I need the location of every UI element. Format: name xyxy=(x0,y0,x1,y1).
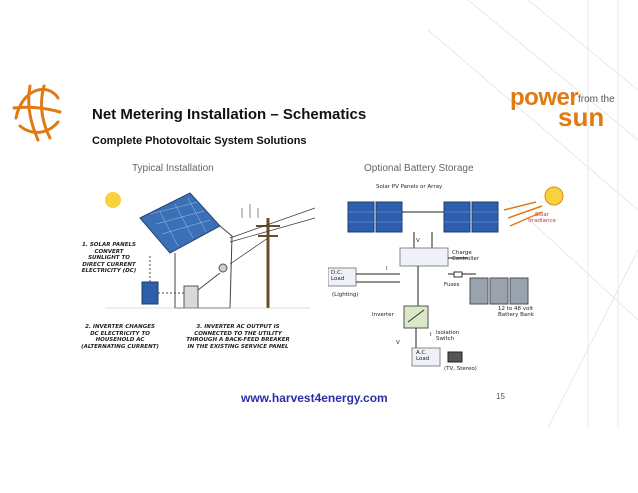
ac-load-label: A.C. Load xyxy=(416,350,430,362)
battery-storage-drawing xyxy=(327,186,564,367)
page-number: 15 xyxy=(496,392,505,401)
pv-panels-icon xyxy=(347,201,499,233)
lighting-label: (Lighting) xyxy=(332,292,359,298)
inverter-icon xyxy=(141,281,159,305)
page-subtitle: Complete Photovoltaic System Solutions xyxy=(92,135,307,147)
slide: power from the sun Net Metering Installa… xyxy=(12,0,638,428)
battery-bank-label: 12 to 48 volt Battery Bank xyxy=(498,306,534,318)
sun-icon xyxy=(105,192,121,208)
background-grid-lines xyxy=(427,0,638,428)
step-3-caption: 3. INVERTER AC OUTPUT IS CONNECTED TO TH… xyxy=(186,324,290,350)
brand-power: power xyxy=(510,84,579,111)
isolation-switch-label: Isolation Switch xyxy=(436,330,460,342)
typical-installation-diagram: 1. SOLAR PANELS CONVERT SUNLIGHT TO DIRE… xyxy=(80,178,316,378)
fuse-icon xyxy=(453,271,463,278)
dc-load-icon xyxy=(327,267,357,287)
irradiance-label: Solar Irradiance xyxy=(528,212,556,224)
charge-controller-icon xyxy=(399,247,449,267)
pv-panels-label: Solar PV Panels or Array xyxy=(376,184,443,190)
irradiance-sun-icon xyxy=(544,186,564,206)
step-2-caption: 2. INVERTER CHANGES DC ELECTRICITY TO HO… xyxy=(81,324,159,350)
typical-installation-heading: Typical Installation xyxy=(132,163,214,174)
vac-label: V xyxy=(396,340,400,346)
website-link[interactable]: www.harvest4energy.com xyxy=(241,391,388,405)
service-panel-icon xyxy=(183,285,199,309)
irradiance-arrows-icon xyxy=(503,201,543,227)
inverter-box-icon xyxy=(403,305,429,329)
harvest-logo-icon xyxy=(12,84,62,142)
tv-icon xyxy=(447,351,463,363)
idc-label: I xyxy=(386,266,388,272)
inverter-label: Inverter xyxy=(372,312,394,318)
battery-storage-diagram: Solar PV Panels or Array Solar Irradianc… xyxy=(327,182,578,387)
brand-sun: sun xyxy=(558,102,605,132)
step-1-caption: 1. SOLAR PANELS CONVERT SUNLIGHT TO DIRE… xyxy=(81,242,137,274)
battery-bank-icon xyxy=(469,277,529,305)
tv-stereo-label: (TV, Stereo) xyxy=(444,366,477,372)
meter-icon xyxy=(218,263,228,273)
power-from-the-sun-logo: power from the sun xyxy=(510,84,630,136)
brand-from: from the xyxy=(578,94,615,105)
vdc-label: V xyxy=(416,238,420,244)
iac-label: I xyxy=(430,332,432,338)
solar-roof-icon xyxy=(139,192,221,254)
typical-installation-drawing xyxy=(105,192,316,309)
battery-storage-heading: Optional Battery Storage xyxy=(364,163,474,174)
charge-controller-label: Charge Controller xyxy=(452,250,480,262)
dc-load-label: D.C. Load xyxy=(331,270,345,282)
fuses-label: Fuses xyxy=(444,282,460,288)
ac-load-icon xyxy=(411,347,441,367)
page-title: Net Metering Installation – Schematics xyxy=(92,106,367,123)
